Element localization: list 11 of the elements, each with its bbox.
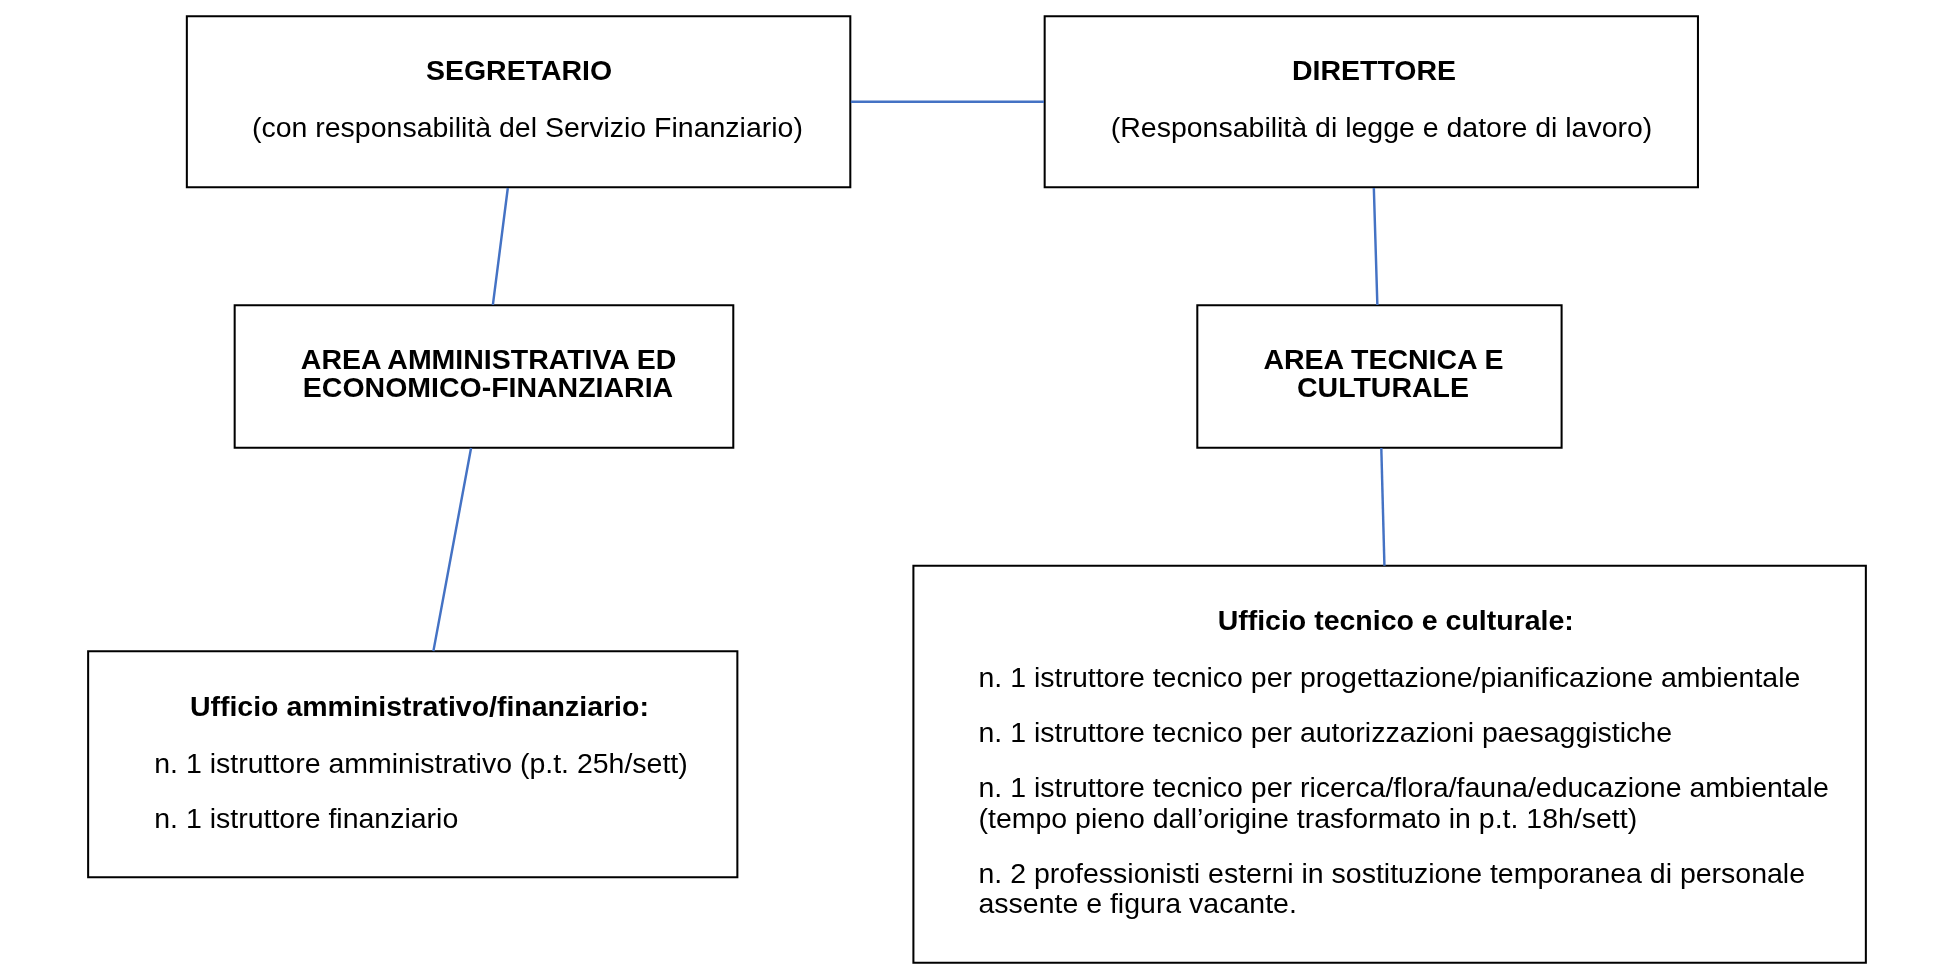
connector <box>431 447 472 652</box>
node-box: AREA TECNICA E CULTURALE <box>1195 304 1563 449</box>
connector <box>491 187 509 306</box>
connector <box>1372 187 1379 305</box>
node-box: SEGRETARIO (con responsabilità del Servizio Finanziario) <box>185 15 851 189</box>
node-box: DIRETTORE (Responsabilità di legge e datore di lavoro) <box>1043 15 1699 189</box>
node-box: Ufficio tecnico e culturale: n. 1 istruttore tecnico per progettazione/pianificazione ambientale n. 1 istruttore tecnico per autorizzazioni paesaggistiche n. 1 istruttore tecnico per ricerca/flora/fauna/educazione ambientale (tempo pieno dall’origine trasformato in p.t. 18h/sett) n. 2 professionisti esterni in sostituzione temporanea di personale assente e figura vacante. <box>911 564 1867 964</box>
connector <box>1379 448 1386 566</box>
connector <box>850 100 1044 103</box>
node-box: AREA AMMINISTRATIVA ED ECONOMICO-FINANZIARIA <box>233 304 734 449</box>
node-box: Ufficio amministrativo/finanziario: n. 1 istruttore amministrativo (p.t. 25h/sett) n. 1 istruttore finanziario <box>86 650 738 879</box>
